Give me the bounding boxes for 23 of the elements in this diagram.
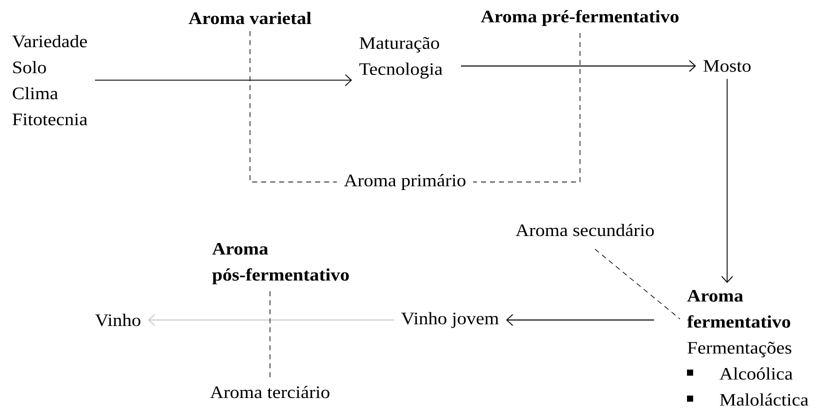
text-label: Vinho: [95, 314, 140, 326]
dashed-line: [594, 248, 680, 320]
arrow: [721, 78, 734, 283]
arrow: [148, 314, 394, 326]
text-label: Maloláctica: [687, 393, 808, 406]
text-label: Aroma pós-fermentativo: [212, 243, 349, 284]
text-label: Fermentações: [688, 342, 792, 358]
dashed-line: [250, 30, 338, 182]
text-label: Aroma primário: [344, 174, 466, 190]
arrow: [506, 314, 654, 326]
text-label: Mosto: [704, 60, 751, 72]
text-label: Aroma pré-fermentativo: [480, 10, 679, 26]
text-label: Vinho jovem: [401, 312, 499, 328]
arrow: [460, 60, 696, 72]
text-label: Aroma secundário: [516, 224, 654, 236]
text-label: Aroma fermentativo: [687, 290, 790, 328]
arrow: [94, 74, 352, 86]
dashed-line: [472, 32, 580, 182]
text-label: Variedade Solo Clima Fitotecnia: [12, 35, 88, 126]
text-label: Maturação Tecnologia: [359, 37, 442, 79]
text-label: Aroma terciário: [210, 386, 330, 398]
text-label: Aroma varietal: [188, 12, 312, 24]
text-label: Alcoólica: [687, 367, 793, 380]
